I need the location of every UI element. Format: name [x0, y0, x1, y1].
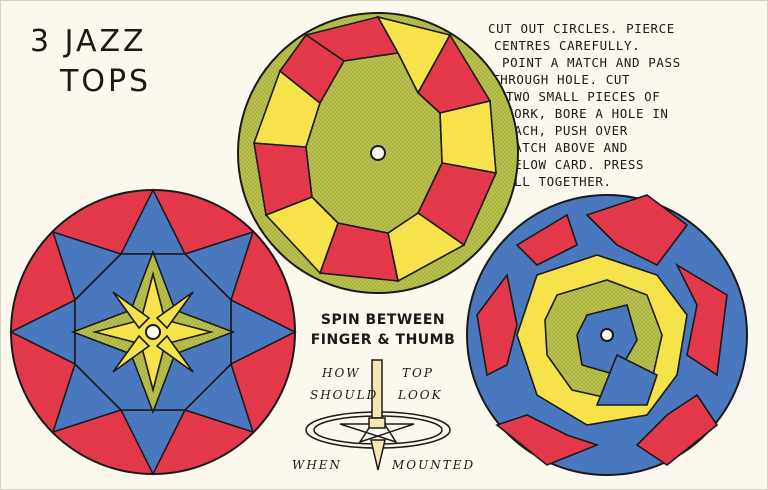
star-top[interactable]: [9, 188, 297, 476]
instruction-line: POINT A MATCH AND PASS: [502, 55, 681, 70]
instruction-line: TWO SMALL PIECES OF: [506, 89, 661, 104]
hint-top: TOP: [402, 366, 434, 380]
instruction-line: CORK, BORE A HOLE IN: [506, 106, 669, 121]
hint-when: WHEN: [292, 458, 343, 472]
instructions: CUT OUT CIRCLES. PIERCE CENTRES CAREFULL…: [488, 20, 760, 190]
title: 3 JAZZ TOPS: [30, 22, 200, 102]
instruction-line: BELOW CARD. PRESS: [506, 157, 645, 172]
spin-instruction: SPIN BETWEEN FINGER & THUMB: [298, 310, 468, 350]
spin-line-1: SPIN BETWEEN: [320, 312, 446, 328]
hint-look: LOOK: [398, 388, 443, 402]
hint-how: HOW: [322, 366, 361, 380]
hint-should: SHOULD: [310, 388, 379, 402]
hexagram-top[interactable]: [237, 12, 519, 294]
instruction-line: THROUGH HOLE. CUT: [492, 72, 631, 87]
spin-line-2: FINGER & THUMB: [310, 332, 456, 348]
instruction-line: ALL TOGETHER.: [506, 174, 612, 189]
hint-mounted: MOUNTED: [392, 458, 476, 472]
title-line-2: TOPS: [60, 64, 152, 99]
title-line-1: 3 JAZZ: [30, 24, 147, 59]
instruction-line: EACH, PUSH OVER: [506, 123, 628, 138]
abstract-top[interactable]: [466, 194, 748, 476]
instruction-line: MATCH ABOVE AND: [506, 140, 628, 155]
instruction-line: CENTRES CAREFULLY.: [494, 38, 641, 53]
mounted-top-illustration: [305, 359, 451, 471]
instruction-line: CUT OUT CIRCLES. PIERCE: [488, 21, 675, 36]
